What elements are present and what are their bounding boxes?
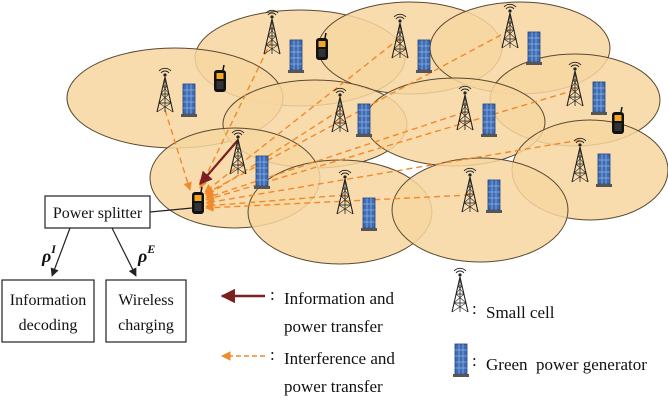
cell (391, 157, 569, 263)
interference-links (164, 29, 581, 212)
info-decoding-box (1, 279, 95, 343)
power-splitter-box (44, 195, 151, 229)
interference-link (205, 194, 346, 210)
legend-solar-panel-icon (452, 343, 470, 378)
interference-link (204, 37, 401, 193)
solar-panel-icon (360, 197, 378, 232)
info-link (199, 139, 239, 185)
info-decoding-line1: Information (10, 292, 86, 309)
legend-interference-line2: power transfer (284, 377, 383, 396)
interference-link (199, 39, 273, 189)
phone-to-splitter-link (149, 207, 193, 213)
rho-energy-label: ρE (137, 242, 155, 266)
legend-green-power-label: Green power generator (486, 355, 647, 374)
solar-panel-icon (485, 179, 503, 214)
solar-panel-icon (287, 39, 305, 74)
wireless-charging-box (105, 279, 187, 343)
solar-panel-icon (595, 153, 613, 188)
info-decoding-line2: decoding (19, 317, 78, 334)
splitter-to-info-arrow (50, 227, 71, 277)
interference-link (205, 194, 471, 212)
solar-panel-icon (180, 83, 198, 118)
solar-panel-icon (415, 39, 433, 74)
wireless-charging-line1: Wireless (118, 292, 173, 309)
legend-separator: : (472, 351, 477, 370)
interference-link (205, 139, 581, 206)
solar-panel-icon (590, 81, 608, 116)
interference-link (205, 111, 466, 200)
solar-panel-icon (525, 31, 543, 66)
legend-interference-line1: Interference and (284, 349, 395, 368)
legend-info-line1: Information and (284, 289, 394, 308)
solar-panel-icon (355, 103, 373, 138)
legend-tower-icon (451, 267, 469, 313)
legend-separator: : (270, 345, 275, 364)
power-splitter-label: Power splitter (53, 205, 143, 222)
solar-panel-icon (480, 103, 498, 138)
rho-info-label: ρI (41, 242, 57, 266)
interference-link (204, 29, 511, 195)
wireless-charging-line2: charging (118, 317, 174, 334)
splitter-to-charge-arrow (111, 227, 137, 277)
interference-link (205, 109, 341, 197)
legend-small-cell-label: Small cell (486, 303, 555, 322)
legend-separator: : (472, 299, 477, 318)
interference-link (164, 109, 192, 191)
legend-separator: : (270, 285, 275, 304)
solar-panel-icon (253, 155, 271, 190)
legend-info-line2: power transfer (284, 317, 383, 336)
